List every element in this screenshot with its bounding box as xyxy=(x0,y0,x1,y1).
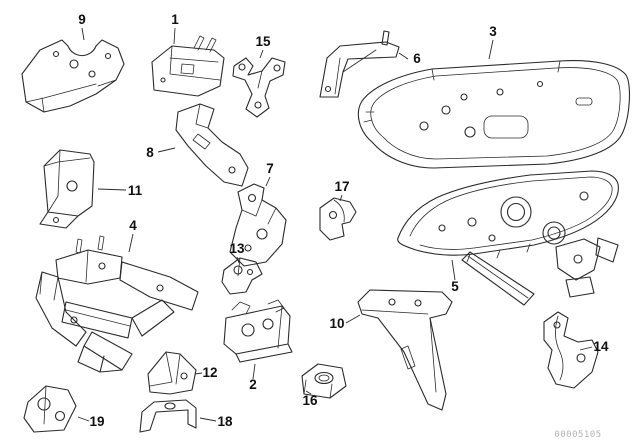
part-2-bracket-drawing xyxy=(223,299,293,363)
leader-18 xyxy=(199,417,217,422)
leader-16 xyxy=(305,390,312,395)
callout-14: 14 xyxy=(593,339,609,354)
part-1-bracket-drawing xyxy=(151,35,225,97)
leader-3 xyxy=(488,39,494,60)
leader-lines xyxy=(77,27,593,422)
callout-18: 18 xyxy=(217,414,233,429)
callout-17: 17 xyxy=(334,179,349,194)
part-3-floor-tray-drawing xyxy=(357,60,631,169)
part-5-panel-assembly-drawing xyxy=(397,170,619,306)
leader-15 xyxy=(259,49,264,59)
callout-13: 13 xyxy=(229,241,245,256)
leader-12 xyxy=(194,372,203,375)
leader-5 xyxy=(451,259,456,281)
callout-5: 5 xyxy=(451,279,459,294)
leader-17 xyxy=(339,194,343,202)
callout-labels: 9 1 15 6 3 8 11 7 17 4 13 5 10 14 12 2 1… xyxy=(78,12,609,429)
leader-14 xyxy=(579,346,593,351)
leader-13 xyxy=(236,256,240,264)
callout-8: 8 xyxy=(146,145,154,160)
leader-2 xyxy=(252,363,256,380)
leader-19 xyxy=(77,416,90,422)
leader-1 xyxy=(173,27,176,45)
part-13-bracket-drawing xyxy=(221,257,263,295)
leader-6 xyxy=(398,52,409,60)
leader-8 xyxy=(157,147,176,153)
callout-4: 4 xyxy=(129,218,137,233)
part-11-bracket-drawing xyxy=(39,149,95,229)
part-19-plate-drawing xyxy=(23,385,77,433)
leader-11 xyxy=(97,188,127,191)
part-18-channel-drawing xyxy=(139,399,197,433)
callout-15: 15 xyxy=(255,34,271,49)
callout-1: 1 xyxy=(171,12,179,27)
part-9-bracket-drawing xyxy=(21,39,125,113)
part-12-bracket-drawing xyxy=(147,351,197,395)
diagram-code: 00005105 xyxy=(554,430,601,440)
part-6-bracket-drawing xyxy=(319,30,400,98)
callout-11: 11 xyxy=(128,183,143,198)
part-14-bracket-drawing xyxy=(543,311,599,389)
callout-12: 12 xyxy=(202,365,217,380)
callout-3: 3 xyxy=(489,24,497,39)
callout-19: 19 xyxy=(89,414,104,429)
part-8-bracket-drawing xyxy=(175,103,249,187)
part-4-support-assembly-drawing xyxy=(35,235,199,373)
leader-10 xyxy=(345,314,361,324)
part-7-bracket-drawing xyxy=(229,183,287,267)
leader-9 xyxy=(81,27,85,41)
part-17-bracket-drawing xyxy=(319,197,357,241)
part-15-bracket-drawing xyxy=(232,57,286,118)
part-10-support-drawing xyxy=(357,289,453,411)
leader-4 xyxy=(128,233,134,253)
callout-2: 2 xyxy=(249,377,257,392)
leader-7 xyxy=(265,176,271,187)
callout-10: 10 xyxy=(329,316,344,331)
callout-9: 9 xyxy=(78,12,86,27)
part-16-cup-drawing xyxy=(301,363,347,399)
callout-16: 16 xyxy=(302,393,318,408)
callout-7: 7 xyxy=(266,161,274,176)
callout-6: 6 xyxy=(413,51,421,66)
